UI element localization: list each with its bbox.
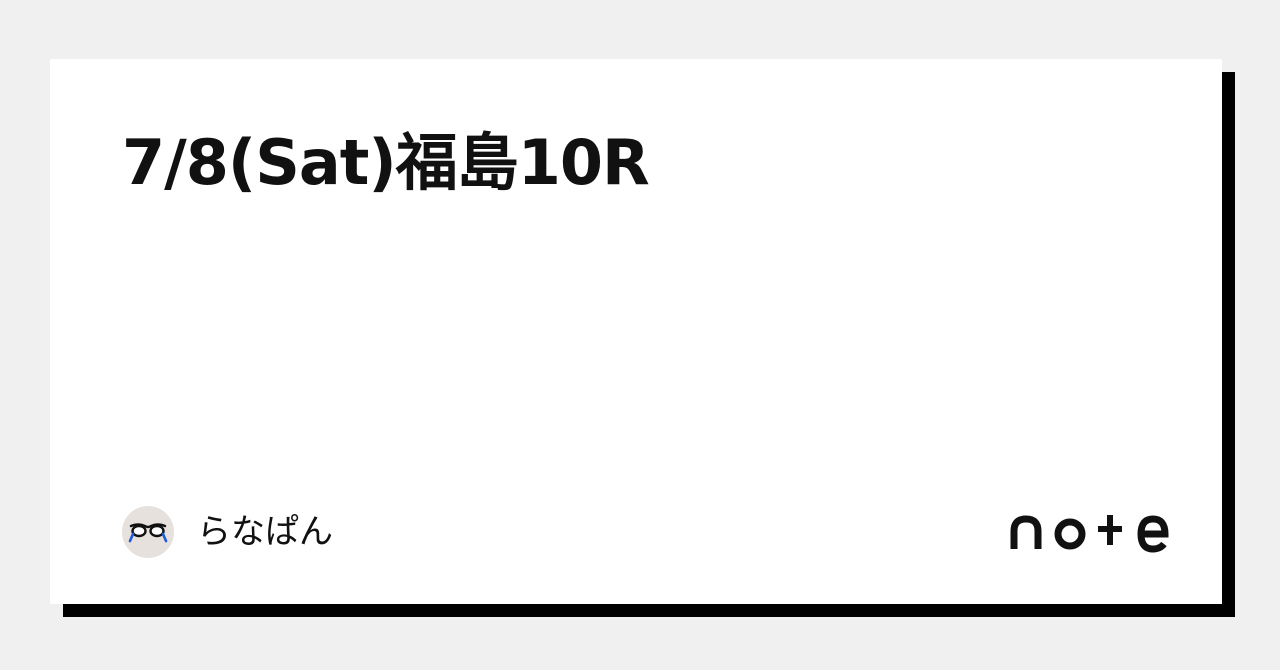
glasses-icon xyxy=(128,523,168,543)
note-logo[interactable] xyxy=(1010,509,1170,553)
note-logo-icon xyxy=(1010,515,1169,553)
article-title: 7/8(Sat)福島10R xyxy=(122,126,650,199)
avatar[interactable] xyxy=(122,506,174,558)
article-card[interactable]: 7/8(Sat)福島10R らなぱん xyxy=(50,59,1222,604)
author-info[interactable]: らなぱん xyxy=(122,506,333,558)
author-name[interactable]: らなぱん xyxy=(197,512,333,552)
